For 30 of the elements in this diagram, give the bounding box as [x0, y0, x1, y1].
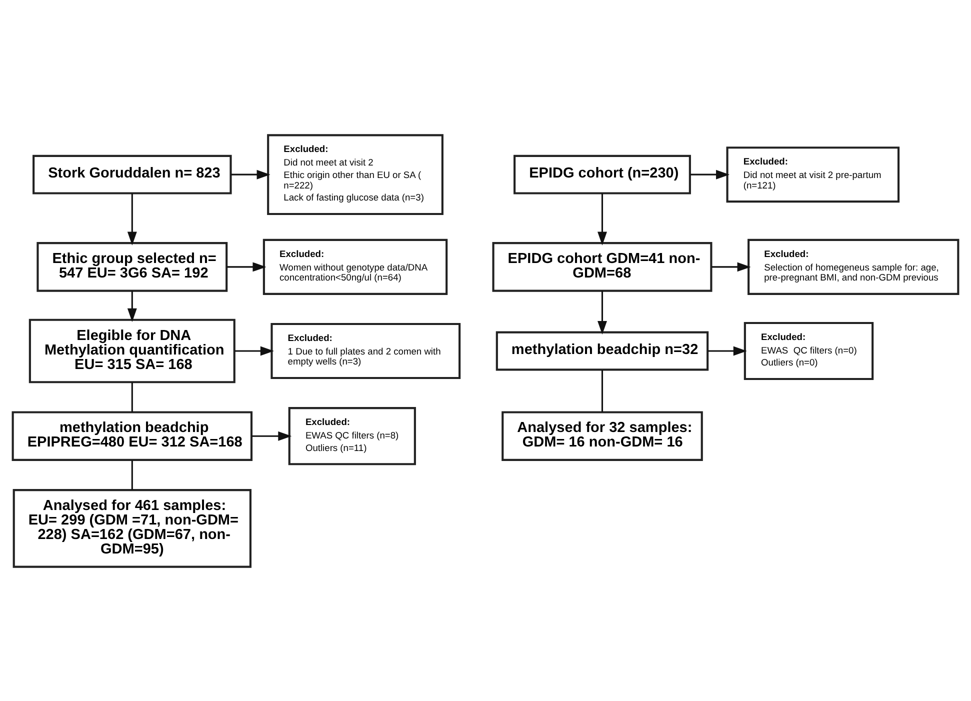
node-box: Excluded: EWAS QC filters (n=0) Outliers (n=0)	[744, 321, 874, 380]
connector	[601, 370, 604, 412]
arrow	[598, 290, 607, 334]
node-box: Excluded: 1 Due to full plates and 2 comen with empty wells (n=3)	[270, 322, 461, 379]
node-box: EPIDG cohort GDM=41 non-GDM=68	[492, 242, 712, 292]
arrow	[598, 192, 607, 245]
node-box: Stork Goruddalen n= 823	[32, 154, 232, 194]
arrow	[226, 262, 266, 272]
node-box: methylation beadchip EPIPREG=480 EU= 312 SA=168	[12, 410, 253, 460]
node-box: Ethic group selected n= 547 EU= 3G6 SA= 192	[36, 242, 228, 292]
arrow	[231, 169, 270, 179]
connector	[131, 382, 133, 412]
node-box: Excluded: Did not meet at visit 2 pre-partum (n=121)	[726, 146, 900, 202]
arrow	[127, 290, 137, 322]
node-box: Elegible for DNA Methylation quantification EU= 315 SA= 168	[28, 318, 236, 383]
node-box: Excluded: EWAS QC filters (n=8) Outliers (n=11)	[288, 406, 416, 465]
arrow	[712, 262, 751, 272]
node-box: Excluded: Did not meet at visit 2 Ethic origin other than EU or SA ( n=222) Lack of fasting glucose data (n=3)	[267, 134, 444, 215]
node-box: Analysed for 461 samples: EU= 299 (GDM =71, non-GDM= 228) SA=162 (GDM=67, non-GDM=95)	[12, 488, 252, 568]
arrow	[234, 346, 274, 356]
node-box: Excluded: Women without genotype data/DNA concentration<50ng/ul (n=64)	[262, 238, 448, 294]
arrow	[252, 430, 292, 440]
node-box: Analysed for 32 samples: GDM= 16 non-GDM= 16	[502, 410, 703, 460]
node-box: Excluded: Selection of homegeneus sample for: age, pre-pregnant BMI, and non-GDM previous	[748, 238, 960, 294]
arrow	[690, 169, 730, 179]
connector	[131, 460, 133, 490]
arrow	[708, 346, 747, 356]
arrow	[127, 192, 137, 245]
node-box: EPIDG cohort (n=230)	[514, 154, 691, 194]
node-box: methylation beadchip n=32	[496, 330, 709, 370]
